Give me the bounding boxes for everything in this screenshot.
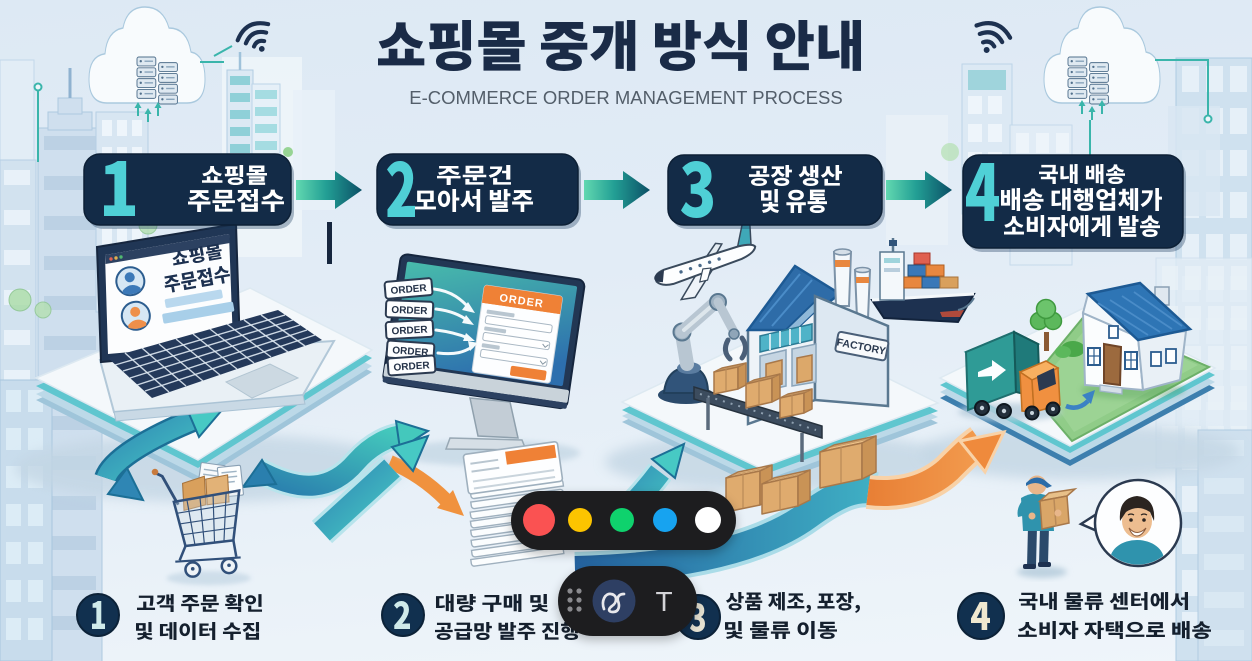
svg-text:T: T [655,586,672,617]
svg-text:ORDER: ORDER [390,283,428,297]
svg-text:ORDER: ORDER [391,324,428,337]
svg-text:ORDER: ORDER [393,360,431,374]
svg-text:ORDER: ORDER [391,305,428,317]
